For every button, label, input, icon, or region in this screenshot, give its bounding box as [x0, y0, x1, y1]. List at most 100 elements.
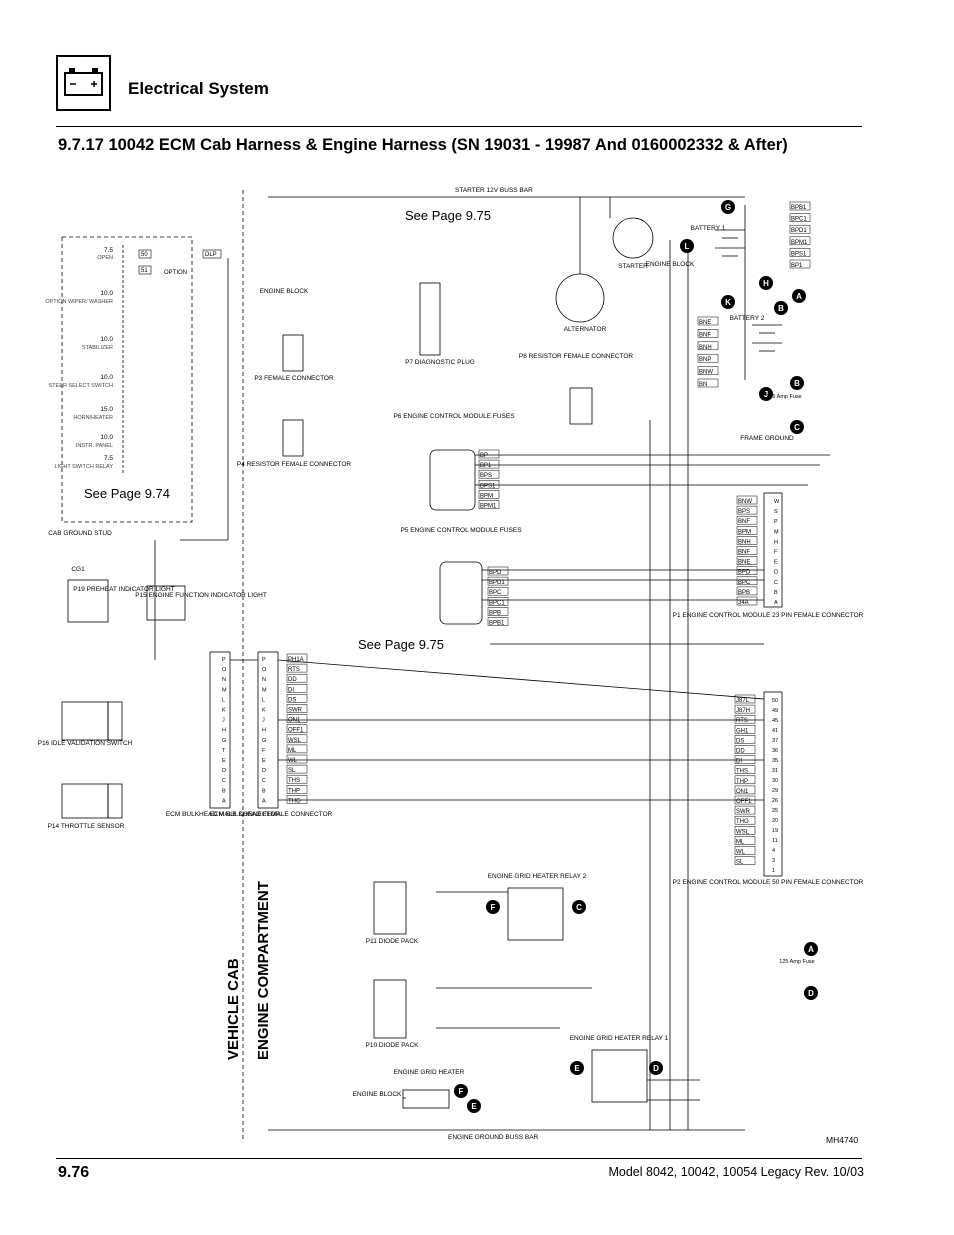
svg-text:P14 THROTTLE SENSOR: P14 THROTTLE SENSOR [48, 823, 125, 830]
ecm_female_wires-item: RTS [288, 667, 300, 673]
ground-buss-label: ENGINE GROUND BUSS BAR [448, 1134, 539, 1141]
ecm_female_wires-item: DI [288, 687, 294, 693]
svg-text:F: F [491, 903, 496, 912]
bn_wires-box [697, 329, 719, 338]
svg-text:P19 PREHEAT INDICATOR LIGHT: P19 PREHEAT INDICATOR LIGHT [73, 586, 174, 593]
svg-text:10.0: 10.0 [100, 434, 113, 441]
ref-see-975-mid: See Page 9.75 [358, 637, 444, 652]
p5_wires-box [487, 607, 509, 616]
svg-text:D: D [808, 989, 814, 998]
p2_wires-item: DD [736, 749, 745, 755]
ecm_female_pins-item: J [262, 718, 265, 724]
svg-text:7.5: 7.5 [104, 247, 113, 254]
svg-text:L: L [685, 242, 690, 251]
p6_wires-item: BPS [480, 473, 492, 479]
p2_pins-item: 25 [772, 808, 778, 814]
ecm_male_pins-item: E [222, 758, 226, 764]
p2_wires-box [734, 755, 756, 764]
p5_wires-box [487, 576, 509, 586]
p6_wires-item: BPM1 [480, 504, 497, 510]
p6_wires-box [478, 449, 500, 459]
p2_wires-box [734, 795, 756, 805]
bn_wires-item: BNW [699, 370, 713, 376]
batt_wires-item: BPM1 [791, 240, 808, 246]
ecm_male_pins-item: M [222, 687, 227, 693]
bn_wires-item: BN [699, 382, 707, 388]
p2_wires-item: THP [736, 779, 748, 785]
p2_wires-item: ON1 [736, 789, 749, 795]
p2_wires-box [734, 785, 756, 795]
svg-text:51: 51 [141, 268, 148, 274]
svg-text:OPTION WIPER/ WASHER: OPTION WIPER/ WASHER [45, 299, 113, 305]
ecm_female_wires-box [286, 704, 308, 713]
batt_wires-box [789, 259, 811, 269]
ecm_male_pins-item: B [222, 788, 226, 794]
svg-text:LIGHT SWITCH RELAY: LIGHT SWITCH RELAY [55, 464, 114, 470]
batt_wires-item: BPC1 [791, 217, 807, 223]
svg-text:D: D [653, 1064, 659, 1073]
p2_wires-box [734, 805, 756, 815]
p5_wires-item: BPC [489, 590, 502, 596]
p2_pins-item: 29 [772, 788, 778, 794]
svg-text:ENGINE BLOCK: ENGINE BLOCK [646, 261, 695, 268]
p2_wires-box [734, 775, 756, 785]
ecm_female_wires-box [286, 663, 308, 673]
p2_pins-item: 45 [772, 718, 778, 724]
svg-text:CAB GROUND STUD: CAB GROUND STUD [48, 530, 112, 537]
p1_wires-item: BPM [738, 529, 751, 535]
callout-f-heater [454, 1084, 468, 1098]
callout-k [721, 295, 735, 309]
p6_wires-item: BPM [480, 493, 493, 499]
ecm_female_pins-item: A [262, 798, 266, 804]
svg-text:HORN/HEATER: HORN/HEATER [73, 415, 113, 421]
batt_wires-item: BPS1 [791, 251, 807, 257]
svg-text:P7 DIAGNOSTIC PLUG: P7 DIAGNOSTIC PLUG [405, 359, 475, 366]
p2_pins-item: 26 [772, 798, 778, 804]
svg-text:E: E [574, 1064, 580, 1073]
ecm_male_pins-item: G [222, 738, 226, 744]
ecm_male_pins-item: H [222, 728, 226, 734]
ecm_female_wires-item: DD [288, 677, 297, 683]
p5_wires-box [487, 586, 509, 596]
svg-text:OPEN: OPEN [97, 255, 113, 261]
callout-b [790, 376, 804, 390]
p1_wires-box [736, 526, 758, 535]
p2_pins-item: 20 [772, 818, 778, 824]
svg-text:C: C [576, 903, 582, 912]
p1_pins-item: A [774, 600, 778, 606]
batt_wires-item: BP1 [791, 263, 803, 269]
ecm_female_wires-box [286, 673, 308, 683]
p2_wires-box [734, 836, 756, 845]
callout-h [759, 276, 773, 290]
p2_wires-item: THG [736, 819, 749, 825]
svg-text:H: H [763, 279, 769, 288]
ecm_male_pins-item: O [222, 667, 227, 673]
p2_pins-item: 30 [772, 778, 778, 784]
section-title: 9.7.17 10042 ECM Cab Harness & Engine Ha… [58, 136, 788, 154]
svg-text:OPTION: OPTION [164, 270, 187, 276]
p2_wires-item: DS [736, 738, 744, 744]
p2_pins-item: 4 [772, 848, 775, 854]
svg-text:INSTR. PANEL: INSTR. PANEL [76, 443, 113, 449]
ecm_female_pins-item: F [262, 748, 266, 754]
ref-see-974: See Page 9.74 [84, 486, 170, 501]
bn_wires-box [697, 378, 719, 388]
ecm_male_pins-item: T [222, 748, 226, 754]
p5_wires-box [487, 566, 509, 576]
p1_wires-box [736, 515, 758, 525]
p2_wires-item: GH1 [736, 728, 749, 734]
p2_wires-box [734, 704, 756, 714]
svg-text:DLP: DLP [205, 252, 217, 258]
ecm_female_wires-box [286, 785, 308, 794]
ecm_female_wires-item: SL [288, 768, 296, 774]
ecm_female_wires-item: THS [288, 778, 300, 784]
ecm_female_wires-box [286, 734, 308, 744]
p1_wires-box [736, 536, 758, 545]
p2_wires-box [734, 725, 756, 734]
p5_wires-item: BPC1 [489, 600, 505, 606]
ecm_female_wires-box [286, 694, 308, 703]
svg-text:A: A [796, 292, 802, 301]
footer-model: Model 8042, 10042, 10054 Legacy Rev. 10/… [608, 1165, 864, 1179]
p2_pins-item: 50 [772, 698, 778, 704]
